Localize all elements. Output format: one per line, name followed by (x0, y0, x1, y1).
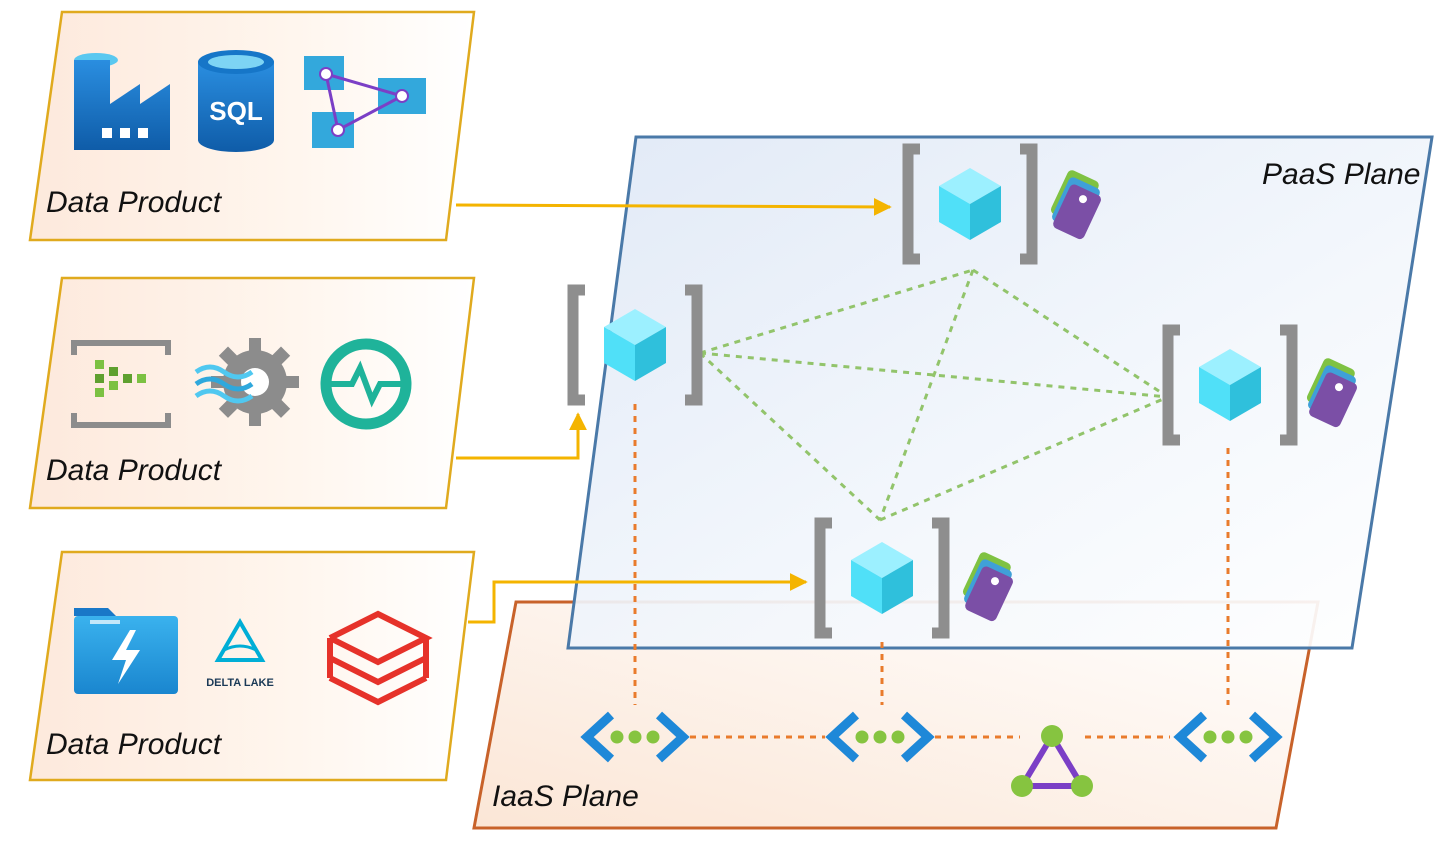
databricks-icon (327, 610, 433, 706)
iaas-plane-label: IaaS Plane (492, 780, 639, 813)
paas-plane-label: PaaS Plane (1262, 158, 1420, 191)
monitor-icon (320, 338, 412, 430)
stream-analytics-icon (194, 338, 299, 426)
data-product-1: SQL Data Product (28, 10, 476, 242)
data-product-3: DELTA LAKE Data Product (28, 550, 476, 782)
data-share-icon (304, 56, 426, 148)
svg-text:SQL: SQL (209, 96, 263, 126)
arrow-product-3 (468, 573, 808, 624)
data-lake-storage-icon (74, 608, 178, 694)
data-product-1-label: Data Product (46, 186, 223, 219)
data-product-3-label: Data Product (46, 728, 223, 761)
delta-lake-icon: DELTA LAKE (206, 618, 274, 689)
mesh-links (698, 268, 1169, 522)
svg-text:DELTA LAKE: DELTA LAKE (206, 677, 274, 689)
data-product-2-label: Data Product (46, 454, 223, 487)
sql-database-icon: SQL (198, 50, 274, 152)
data-product-2: Data Product (28, 276, 476, 510)
data-product-arrows (455, 197, 892, 624)
event-hubs-icon (71, 340, 171, 428)
data-factory-icon (74, 53, 170, 150)
paas-plane (566, 135, 1434, 650)
peering-icon (1011, 725, 1093, 797)
network-links (633, 404, 1230, 739)
arrow-product-2 (456, 412, 587, 460)
arrow-product-1 (455, 197, 892, 216)
